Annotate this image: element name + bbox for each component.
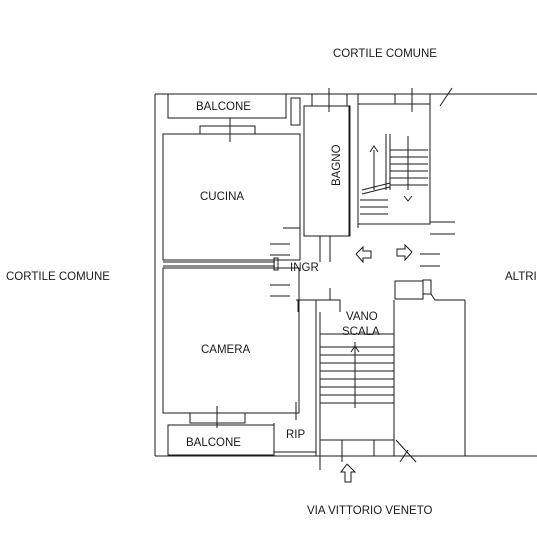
rip-walls xyxy=(273,300,317,456)
partition-wall xyxy=(163,257,279,271)
label-balcone-bottom: BALCONE xyxy=(186,437,241,449)
balcone-top xyxy=(167,93,301,126)
label-vano: VANO xyxy=(346,311,378,323)
stair-arrow-bottom xyxy=(350,345,360,353)
utility-box xyxy=(394,279,465,301)
outer-walls xyxy=(154,93,537,457)
label-camera: CAMERA xyxy=(201,344,251,356)
label-scala: SCALA xyxy=(342,326,380,338)
stair-up-arrow-top xyxy=(369,145,379,153)
label-cortile-top: CORTILE COMUNE xyxy=(333,48,437,60)
wall-break-top xyxy=(439,87,453,107)
cucina-walls xyxy=(162,118,301,261)
label-bagno: BAGNO xyxy=(331,144,343,186)
label-altri: ALTRI xyxy=(505,271,537,283)
arrow-right-landing xyxy=(396,243,413,262)
label-cortile-left: CORTILE COMUNE xyxy=(6,271,110,283)
ingr-walls xyxy=(270,236,440,312)
entrance-arrow-icon xyxy=(340,463,357,483)
arrow-left-landing xyxy=(355,245,372,264)
vano-scala-walls xyxy=(319,300,417,470)
label-ingr: INGR xyxy=(290,262,319,274)
label-cucina: CUCINA xyxy=(200,191,244,203)
camera-walls xyxy=(162,267,300,428)
label-rip: RIP xyxy=(286,429,306,441)
label-balcone-top: BALCONE xyxy=(196,101,251,113)
wall-break-bottom xyxy=(399,449,409,463)
label-street: VIA VITTORIO VENETO xyxy=(307,505,433,517)
scala-top xyxy=(357,88,455,235)
stair-down-arrow-top xyxy=(403,195,413,202)
